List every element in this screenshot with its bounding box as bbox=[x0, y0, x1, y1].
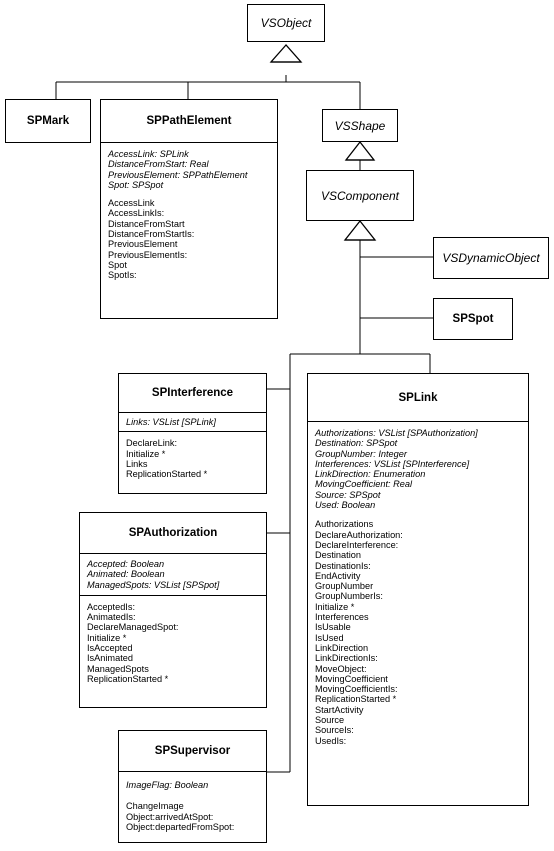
method: PreviousElement bbox=[108, 239, 178, 250]
class-sppathelement: SPPathElement AccessLink: SPLink Distanc… bbox=[100, 99, 278, 319]
attribute: AccessLink: SPLink bbox=[108, 149, 189, 159]
method-list: AcceptedIs: AnimatedIs: DeclareManagedSp… bbox=[80, 596, 266, 687]
method: Source bbox=[315, 715, 345, 726]
method: DeclareManagedSpot: bbox=[87, 622, 179, 633]
class-spspot: SPSpot bbox=[433, 298, 513, 340]
method-list: Authorizations DeclareAuthorization: Dec… bbox=[308, 513, 528, 749]
attribute: GroupNumber: Integer bbox=[315, 448, 407, 459]
method: Object:arrivedAtSpot: bbox=[126, 811, 214, 822]
method: MovingCoefficientIs: bbox=[315, 684, 398, 695]
method: Initialize * bbox=[87, 632, 127, 643]
method: Links bbox=[126, 458, 148, 469]
method-list: AccessLink AccessLinkIs: DistanceFromSta… bbox=[101, 193, 277, 283]
inheritance-arrow-vsobject bbox=[269, 44, 303, 63]
class-splink: SPLink Authorizations: VSList [SPAuthori… bbox=[307, 373, 529, 806]
method: ManagedSpots bbox=[87, 663, 149, 674]
method-list: ChangeImage Object:arrivedAtSpot: Object… bbox=[119, 793, 266, 835]
method: AccessLink bbox=[108, 198, 155, 209]
attribute: Destination: SPSpot bbox=[315, 438, 398, 449]
method: GroupNumberIs: bbox=[315, 591, 383, 602]
class-spauthorization: SPAuthorization Accepted: Boolean Animat… bbox=[79, 512, 267, 708]
attribute-list: Accepted: Boolean Animated: Boolean Mana… bbox=[80, 554, 266, 596]
method: IsUsed bbox=[315, 632, 344, 643]
class-name: VSComponent bbox=[320, 188, 400, 203]
method: Authorizations bbox=[315, 519, 374, 530]
method: ReplicationStarted * bbox=[126, 469, 208, 480]
method: Interferences bbox=[315, 612, 369, 623]
class-name: SPLink bbox=[308, 374, 528, 422]
attribute: Source: SPSpot bbox=[315, 489, 381, 500]
class-name: SPAuthorization bbox=[80, 513, 266, 554]
method: AcceptedIs: bbox=[87, 601, 136, 612]
method: DeclareInterference: bbox=[315, 539, 399, 550]
attribute: Animated: Boolean bbox=[87, 569, 165, 580]
method: EndActivity bbox=[315, 570, 361, 581]
attribute: MovingCoefficient: Real bbox=[315, 479, 413, 490]
class-spsupervisor: SPSupervisor ImageFlag: Boolean ChangeIm… bbox=[118, 730, 267, 843]
method: DestinationIs: bbox=[315, 560, 371, 571]
attribute: Authorizations: VSList [SPAuthorization] bbox=[315, 428, 478, 438]
method: Destination bbox=[315, 550, 361, 561]
method: AccessLinkIs: bbox=[108, 208, 165, 219]
attribute: DistanceFromStart: Real bbox=[108, 159, 209, 170]
method: Object:departedFromSpot: bbox=[126, 821, 235, 832]
method: IsAccepted bbox=[87, 643, 133, 654]
method: MoveObject: bbox=[315, 663, 367, 674]
attribute: Used: Boolean bbox=[315, 500, 376, 511]
method: DeclareAuthorization: bbox=[315, 529, 403, 540]
attribute-list: Authorizations: VSList [SPAuthorization]… bbox=[308, 422, 528, 513]
method: DeclareLink: bbox=[126, 438, 178, 449]
inheritance-arrow-vscomponent bbox=[343, 219, 377, 241]
class-name: VSDynamicObject bbox=[442, 251, 540, 265]
method: SourceIs: bbox=[315, 725, 354, 736]
class-vsshape: VSShape bbox=[322, 109, 398, 142]
method: LinkDirection bbox=[315, 642, 369, 653]
attribute: Spot: SPSpot bbox=[108, 179, 164, 190]
method: Spot bbox=[108, 259, 127, 270]
method: DistanceFromStart bbox=[108, 218, 185, 229]
method: ChangeImage bbox=[126, 801, 184, 812]
method: IsUsable bbox=[315, 622, 351, 633]
class-name: SPPathElement bbox=[101, 100, 277, 143]
class-name: SPInterference bbox=[119, 374, 266, 413]
class-vsdynamicobject: VSDynamicObject bbox=[433, 237, 549, 279]
method: PreviousElementIs: bbox=[108, 249, 188, 260]
attribute: ImageFlag: Boolean bbox=[126, 780, 209, 790]
method: GroupNumber bbox=[315, 581, 374, 592]
attribute: Accepted: Boolean bbox=[87, 559, 165, 569]
class-name: VSShape bbox=[334, 118, 386, 133]
attribute: PreviousElement: SPPathElement bbox=[108, 169, 248, 180]
class-spmark: SPMark bbox=[5, 99, 91, 143]
attribute: Interferences: VSList [SPInterference] bbox=[315, 458, 470, 469]
attribute-list: ImageFlag: Boolean bbox=[119, 772, 266, 793]
attribute-list: AccessLink: SPLink DistanceFromStart: Re… bbox=[101, 143, 277, 193]
method: LinkDirectionIs: bbox=[315, 653, 378, 664]
class-name: SPSpot bbox=[452, 313, 494, 325]
method: Initialize * bbox=[315, 601, 355, 612]
class-name: VSObject bbox=[260, 16, 312, 30]
class-name: SPSupervisor bbox=[119, 731, 266, 772]
method: ReplicationStarted * bbox=[315, 694, 397, 705]
method: DistanceFromStartIs: bbox=[108, 229, 195, 240]
method-list: DeclareLink: Initialize * Links Replicat… bbox=[119, 432, 266, 482]
method: StartActivity bbox=[315, 704, 364, 715]
method: UsedIs: bbox=[315, 735, 347, 746]
attribute-list: Links: VSList [SPLink] bbox=[119, 413, 266, 433]
attribute: ManagedSpots: VSList [SPSpot] bbox=[87, 579, 220, 590]
class-vscomponent: VSComponent bbox=[306, 170, 414, 221]
method: ReplicationStarted * bbox=[87, 673, 169, 684]
attribute: LinkDirection: Enumeration bbox=[315, 469, 426, 480]
method: Initialize * bbox=[126, 448, 166, 459]
class-spinterference: SPInterference Links: VSList [SPLink] De… bbox=[118, 373, 267, 494]
method: IsAnimated bbox=[87, 653, 133, 664]
method: SpotIs: bbox=[108, 270, 137, 281]
class-name: SPMark bbox=[26, 115, 70, 127]
method: AnimatedIs: bbox=[87, 612, 136, 623]
class-vsobject: VSObject bbox=[247, 4, 325, 42]
method: MovingCoefficient bbox=[315, 673, 388, 684]
attribute: Links: VSList [SPLink] bbox=[126, 417, 216, 427]
inheritance-arrow-vsshape bbox=[344, 140, 376, 161]
